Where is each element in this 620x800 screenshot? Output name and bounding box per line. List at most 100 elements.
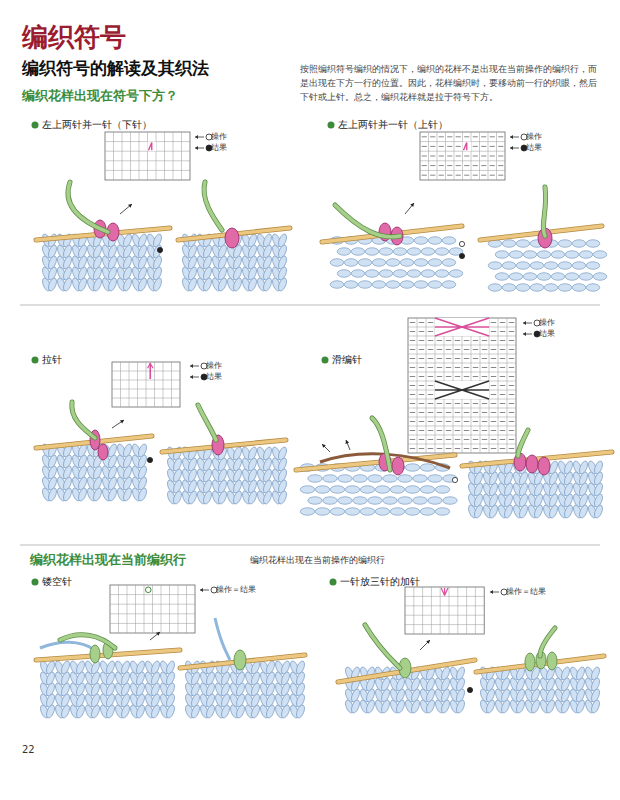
purl-symbol — [509, 430, 514, 431]
purl-bump — [414, 237, 427, 244]
purl-bump — [300, 486, 314, 493]
purl-symbol — [419, 349, 424, 350]
purl-bump — [308, 497, 322, 504]
purl-symbol — [481, 136, 486, 137]
purl-bump — [502, 284, 515, 291]
chart-line — [127, 585, 128, 633]
bullet-dot — [32, 122, 39, 129]
chart-line — [422, 587, 423, 634]
purl-symbol — [473, 403, 478, 404]
chart-frame — [105, 132, 190, 180]
purl-symbol — [509, 439, 514, 440]
chart-line — [112, 389, 180, 390]
chart-line — [105, 160, 190, 161]
purl-symbol — [428, 394, 433, 395]
purl-symbol — [482, 439, 487, 440]
purl-symbol — [490, 175, 495, 176]
purl-symbol — [419, 367, 424, 368]
stitch-leg — [62, 277, 73, 292]
yarn-outline — [540, 628, 555, 656]
purl-bump — [516, 262, 529, 269]
purl-bump — [537, 251, 550, 258]
purl-symbol — [428, 448, 433, 449]
purl-bump — [315, 486, 329, 493]
purl-symbol — [509, 349, 514, 350]
k2tog-symbol — [149, 143, 152, 151]
purl-symbol — [509, 358, 514, 359]
purl-symbol — [410, 448, 415, 449]
purl-symbol — [491, 358, 496, 359]
purl-bump — [488, 262, 501, 269]
purl-symbol — [455, 448, 460, 449]
highlight-loop — [538, 457, 550, 475]
purl-symbol — [419, 358, 424, 359]
purl-symbol — [464, 175, 469, 176]
chart-line — [417, 318, 418, 453]
stitch-leg — [47, 487, 58, 502]
purl-bump — [393, 270, 406, 277]
purl-symbol — [419, 376, 424, 377]
purl-symbol — [447, 165, 452, 166]
purl-bump — [400, 281, 413, 288]
purl-symbol — [428, 322, 433, 323]
chart-line — [408, 426, 516, 427]
section-note: 编织花样出现在当前操作的编织行 — [250, 555, 385, 566]
chart-line — [129, 362, 130, 407]
purl-symbol — [490, 146, 495, 147]
purl-symbol — [410, 349, 415, 350]
purl-bump — [345, 486, 359, 493]
stitch-name: 一针放三针的加针 — [340, 576, 420, 588]
legend-arrowhead — [523, 321, 526, 325]
purl-symbol — [473, 156, 478, 157]
purl-symbol — [498, 175, 503, 176]
working-yarn — [365, 625, 400, 668]
purl-symbol — [500, 367, 505, 368]
legend-arrowhead — [510, 146, 513, 150]
purl-symbol — [498, 165, 503, 166]
stitch-leg — [152, 277, 163, 292]
yarn-outline — [68, 182, 108, 232]
purl-bump — [405, 486, 419, 493]
stitch-leg — [120, 704, 131, 719]
purl-bump — [345, 508, 359, 515]
purl-bump — [338, 497, 352, 504]
purl-symbol — [473, 376, 478, 377]
purl-symbol — [482, 430, 487, 431]
legend-text: 结果 — [211, 143, 227, 153]
chart-frame — [420, 132, 505, 180]
purl-symbol — [464, 358, 469, 359]
purl-symbol — [446, 430, 451, 431]
chart-line — [431, 587, 432, 634]
purl-symbol — [437, 403, 442, 404]
purl-symbol — [422, 175, 427, 176]
purl-symbol — [437, 439, 442, 440]
direction-arrow — [405, 203, 414, 214]
purl-symbol — [473, 165, 478, 166]
purl-bump — [572, 284, 585, 291]
purl-symbol — [482, 367, 487, 368]
purl-symbol — [446, 421, 451, 422]
purl-fabric — [300, 464, 457, 515]
purl-symbol — [456, 175, 461, 176]
purl-bump — [593, 273, 606, 280]
working-yarn — [204, 182, 222, 230]
intro-note: 按照编织符号编织的情况下，编织的花样不是出现在当前操作的编织行，而是出现在下方一… — [300, 62, 600, 104]
purl-symbol — [500, 412, 505, 413]
knit-fabric — [166, 446, 288, 505]
stitch-leg — [217, 490, 228, 505]
yarn-outline — [365, 625, 400, 668]
purl-bump — [421, 248, 434, 255]
purl-symbol — [482, 340, 487, 341]
yarn-outline — [198, 405, 216, 440]
purl-bump — [330, 508, 344, 515]
purl-bump — [509, 273, 522, 280]
purl-symbol — [473, 412, 478, 413]
stitch-leg — [232, 490, 243, 505]
working-yarn — [335, 205, 400, 237]
stitch-leg — [590, 699, 601, 714]
purl-symbol — [437, 376, 442, 377]
purl-symbol — [410, 412, 415, 413]
purl-bump — [372, 281, 385, 288]
purl-symbol — [482, 421, 487, 422]
working-yarn — [372, 418, 390, 470]
